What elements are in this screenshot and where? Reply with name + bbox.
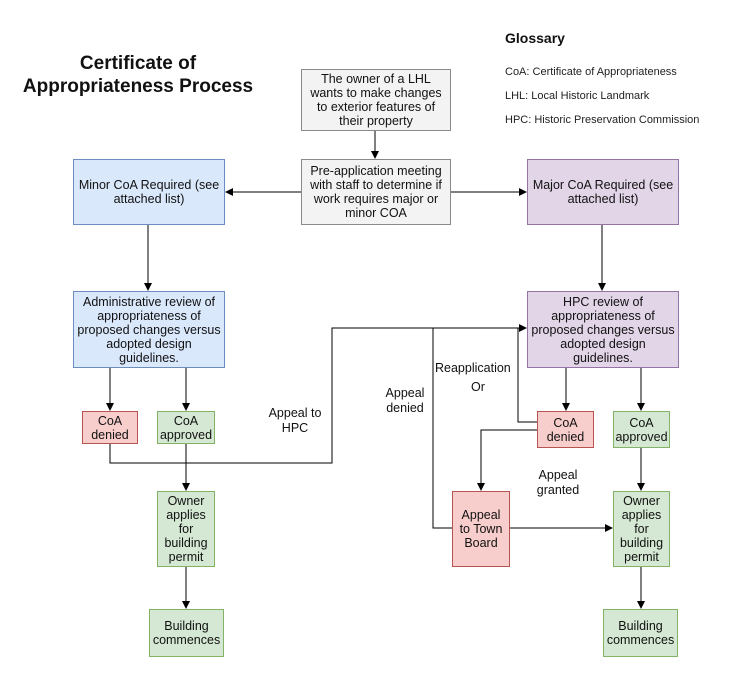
label-appeal-granted: Appeal granted bbox=[536, 468, 580, 497]
label-appeal-denied: Appeal denied bbox=[385, 386, 425, 415]
node-major-coa: Major CoA Required (see attached list) bbox=[527, 159, 679, 225]
glossary-item-lhl: LHL: Local Historic Landmark bbox=[505, 90, 650, 102]
node-owner-change: The owner of a LHL wants to make changes… bbox=[301, 69, 451, 131]
label-or: Or bbox=[471, 380, 485, 394]
label-appeal-to-hpc: Appeal to HPC bbox=[268, 406, 322, 435]
edge-denied-to-town-board bbox=[477, 429, 537, 491]
node-minor-coa: Minor CoA Required (see attached list) bbox=[73, 159, 225, 225]
node-appeal-town-board: Appeal to Town Board bbox=[452, 491, 510, 567]
edge-reapplication bbox=[517, 328, 537, 423]
node-commence-right: Building commences bbox=[603, 609, 678, 657]
node-coa-denied-right: CoA denied bbox=[537, 411, 594, 448]
node-permit-left: Owner applies for building permit bbox=[157, 491, 215, 567]
node-coa-approved-left: CoA approved bbox=[157, 411, 215, 444]
node-coa-denied-left: CoA denied bbox=[82, 411, 138, 444]
node-pre-application: Pre-application meeting with staff to de… bbox=[301, 159, 451, 225]
node-commence-left: Building commences bbox=[149, 609, 224, 657]
node-admin-review: Administrative review of appropriateness… bbox=[73, 291, 225, 368]
edge-town-board-appeal-denied bbox=[432, 328, 452, 529]
node-coa-approved-right: CoA approved bbox=[613, 411, 670, 448]
page-title: Certificate of Appropriateness Process bbox=[22, 53, 254, 97]
label-reapplication: Reapplication bbox=[435, 361, 511, 375]
glossary-heading: Glossary bbox=[505, 30, 565, 46]
edge-denied-appeal-to-hpc bbox=[109, 324, 527, 464]
glossary-item-coa: CoA: Certificate of Appropriateness bbox=[505, 66, 677, 78]
node-hpc-review: HPC review of appropriateness of propose… bbox=[527, 291, 679, 368]
glossary-item-hpc: HPC: Historic Preservation Commission bbox=[505, 114, 700, 126]
node-permit-right: Owner applies for building permit bbox=[613, 491, 670, 567]
